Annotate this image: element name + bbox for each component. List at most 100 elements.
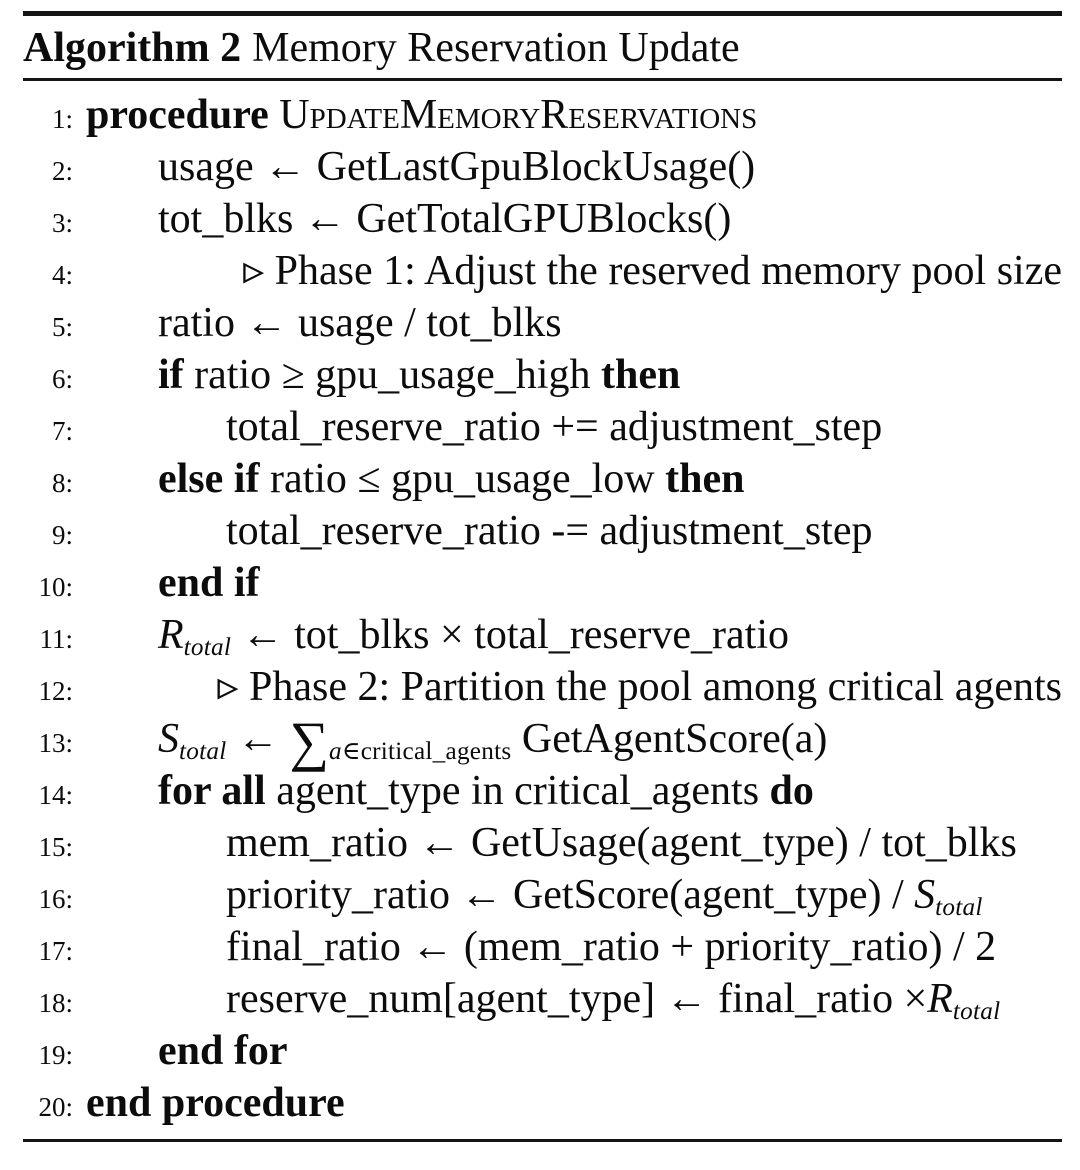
algorithm-line: 17: final_ratio ← (mem_ratio + priority_r… — [23, 921, 1062, 973]
line-number: 20: — [38, 1092, 73, 1122]
line-number: 7: — [51, 416, 73, 446]
statement: final_ratio ← (mem_ratio + priority_rati… — [226, 921, 996, 973]
statement: if ratio ≥ gpu_usage_high then — [158, 349, 680, 401]
line-number: 6: — [51, 364, 73, 394]
statement: Rtotal ← tot_blks × total_reserve_ratio — [158, 609, 789, 674]
code-segment: total_reserve_ratio += adjustment_step — [226, 404, 883, 450]
statement: for all agent_type in critical_agents do — [158, 765, 814, 817]
line-number: 1: — [51, 104, 73, 134]
statement: end procedure — [86, 1077, 345, 1129]
code-segment: mem_ratio ← GetUsage(agent_type) / tot_b… — [226, 820, 1017, 866]
code-segment: ratio ≥ gpu_usage_high — [194, 352, 601, 398]
line-number: 4: — [51, 260, 73, 290]
statement: reserve_num[agent_type] ← final_ratio ×R… — [226, 973, 1000, 1038]
line-number: 2: — [51, 156, 73, 186]
top-rule — [23, 11, 1062, 16]
code-segment: end procedure — [86, 1080, 345, 1126]
statement: total_reserve_ratio += adjustment_step — [226, 401, 882, 453]
sum-symbol: ∑ — [289, 710, 329, 772]
algorithm-line: 7: total_reserve_ratio += adjustment_step — [23, 401, 1062, 453]
header-rule — [23, 78, 1062, 81]
line-number: 16: — [38, 884, 73, 914]
line-number: 19: — [38, 1040, 73, 1070]
code-segment: ratio ← usage / tot_blks — [158, 300, 562, 346]
code-segment: end if — [158, 560, 260, 606]
code-segment: priority_ratio ← GetScore(agent_type) / — [226, 872, 915, 918]
statement: else if ratio ≤ gpu_usage_low then — [158, 453, 744, 505]
algorithm-line: 20: end procedure — [23, 1077, 1062, 1129]
line-number: 10: — [38, 572, 73, 602]
line-number: 17: — [38, 936, 73, 966]
algorithm-body: 1: procedure UpdateMemoryReservations 2: us… — [23, 81, 1062, 1139]
code-segment: ▹ Phase 2: Partition the pool among crit… — [217, 664, 1062, 710]
code-segment: do — [769, 768, 814, 814]
comment-text: ▹ Phase 2: Partition the pool among crit… — [73, 661, 1062, 713]
code-segment: procedure — [86, 92, 280, 138]
algorithm-line: 1: procedure UpdateMemoryReservations — [23, 89, 1062, 141]
code-segment: then — [665, 456, 745, 502]
code-segment: total — [183, 634, 232, 662]
code-segment: ratio ≤ gpu_usage_low — [269, 456, 666, 502]
algorithm-line: 4: ▹ Phase 1: Adjust the reserved memory … — [23, 245, 1062, 297]
algorithm-line: 12:▹ Phase 2: Partition the pool among c… — [23, 661, 1062, 713]
algorithm-line: 2: usage ← GetLastGpuBlockUsage() — [23, 141, 1062, 193]
algorithm-line: 3:tot_blks ← GetTotalGPUBlocks() — [23, 193, 1062, 245]
code-segment: ← tot_blks × total_reserve_ratio — [231, 612, 790, 658]
code-segment: UpdateMemoryReservations — [279, 92, 758, 138]
algorithm-label: Algorithm 2 — [23, 25, 242, 71]
statement: procedure UpdateMemoryReservations — [86, 89, 757, 141]
code-segment: ▹ Phase 1: Adjust the reserved memory po… — [243, 248, 1062, 294]
algorithm-line: 6: if ratio ≥ gpu_usage_high then — [23, 349, 1062, 401]
code-segment: R — [158, 612, 184, 658]
code-segment: S — [914, 872, 936, 918]
algorithm-line: 13: Stotal ← ∑a∈critical_agents GetAgentS… — [23, 713, 1062, 769]
statement: total_reserve_ratio -= adjustment_step — [226, 505, 873, 557]
code-segment: total — [952, 998, 1001, 1026]
code-segment: total — [179, 738, 227, 766]
code-segment: agent_type in critical_agents — [276, 768, 770, 814]
code-segment: total — [935, 894, 983, 922]
algorithm-line: 11: Rtotal ← tot_blks × total_reserve_rat… — [23, 609, 1062, 661]
code-segment: for all — [158, 768, 277, 814]
algorithm-line: 14: for all agent_type in critical_agents… — [23, 765, 1062, 817]
statement: end for — [158, 1025, 288, 1077]
algorithm-title: Memory Reservation Update — [252, 25, 740, 71]
algorithm-line: 9: total_reserve_ratio -= adjustment_step — [23, 505, 1062, 557]
code-segment: ← — [226, 716, 290, 762]
line-number: 18: — [38, 988, 73, 1018]
bottom-rule — [23, 1139, 1062, 1142]
code-segment: then — [600, 352, 681, 398]
line-number: 11: — [39, 624, 74, 654]
line-number: 14: — [38, 780, 73, 810]
code-segment: end for — [158, 1028, 288, 1074]
statement: usage ← GetLastGpuBlockUsage() — [158, 141, 755, 193]
statement: end if — [158, 557, 260, 609]
code-segment: R — [927, 976, 953, 1022]
algorithm-line: 10: end if — [23, 557, 1062, 609]
algorithm-line: 18: reserve_num[agent_type] ← final_ratio… — [23, 973, 1062, 1025]
line-number: 9: — [51, 520, 73, 550]
code-segment: reserve_num[agent_type] ← final_ratio × — [226, 976, 928, 1022]
code-segment: S — [158, 716, 179, 762]
code-segment: GetAgentScore(a) — [511, 716, 828, 762]
code-segment: else if — [158, 456, 270, 502]
line-number: 8: — [51, 468, 73, 498]
line-number: 15: — [38, 832, 73, 862]
algorithm-line: 15: mem_ratio ← GetUsage(agent_type) / to… — [23, 817, 1062, 869]
code-segment: ∈critical_agents — [341, 738, 512, 766]
code-segment: usage ← GetLastGpuBlockUsage() — [158, 144, 756, 190]
algorithm-line: 16: priority_ratio ← GetScore(agent_type)… — [23, 869, 1062, 921]
statement: ratio ← usage / tot_blks — [158, 297, 562, 349]
comment-text: ▹ Phase 1: Adjust the reserved memory po… — [73, 245, 1062, 297]
line-number: 3: — [51, 208, 73, 238]
code-segment: a — [328, 738, 342, 766]
algorithm-line: 5: ratio ← usage / tot_blks — [23, 297, 1062, 349]
code-segment: if — [158, 352, 195, 398]
statement: priority_ratio ← GetScore(agent_type) / … — [226, 869, 983, 934]
statement: Stotal ← ∑a∈critical_agents GetAgentScor… — [158, 713, 827, 778]
line-number: 5: — [51, 312, 73, 342]
code-segment: total_reserve_ratio -= adjustment_step — [226, 508, 873, 554]
line-number: 13: — [38, 728, 73, 758]
